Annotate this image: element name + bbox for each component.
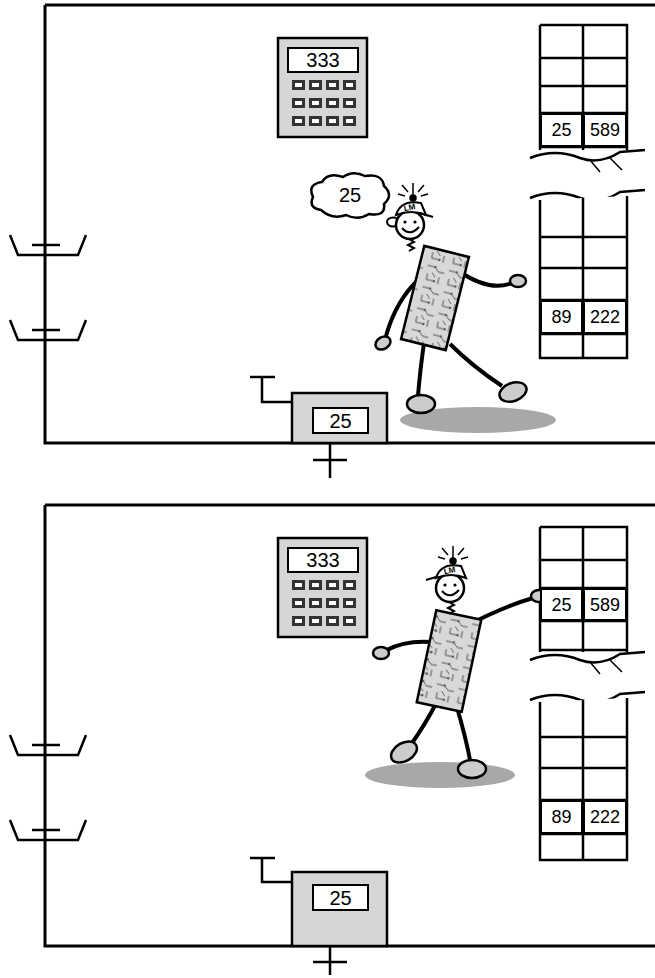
mailbox-cell: 25: [540, 588, 583, 621]
cap-logo: LM: [443, 566, 456, 576]
number-text: 333: [306, 50, 339, 70]
display-readout: 333: [287, 547, 359, 573]
in-out-trays: [10, 235, 86, 340]
in-out-trays: [10, 735, 86, 840]
mailboxes: [530, 25, 645, 358]
input-readout: 25: [312, 884, 369, 911]
number-text: 222: [590, 308, 620, 326]
calculator: [278, 538, 367, 637]
number-text: 25: [329, 411, 351, 431]
number-text: 589: [590, 596, 620, 614]
number-text: 333: [306, 550, 339, 570]
little-man-bottom: [365, 546, 547, 788]
room-top: [45, 5, 655, 443]
input-box: [250, 377, 387, 478]
number-text: 25: [329, 888, 351, 908]
mailbox-cell: 89: [540, 300, 583, 334]
number-text: 25: [551, 121, 571, 139]
number-text: 589: [590, 121, 620, 139]
little-man-top: [373, 183, 556, 433]
mailbox-cell: 222: [583, 300, 627, 334]
cap-logo: LM: [403, 203, 416, 213]
input-box: [250, 858, 387, 975]
number-text: 89: [551, 308, 571, 326]
number-text: 25: [339, 185, 361, 205]
input-readout: 25: [312, 407, 369, 434]
number-text: 25: [551, 596, 571, 614]
calculator: [278, 38, 367, 137]
thought-bubble: 25: [306, 170, 394, 220]
display-readout: 333: [287, 47, 359, 73]
mailbox-cell: 589: [583, 588, 627, 621]
mailbox-cell: 25: [540, 113, 583, 147]
mailbox-cell: 222: [583, 800, 627, 834]
mailboxes: [530, 527, 645, 860]
number-text: 222: [590, 808, 620, 826]
number-text: 89: [551, 808, 571, 826]
mailbox-cell: 89: [540, 800, 583, 834]
room-bottom: [45, 505, 655, 946]
mailbox-cell: 589: [583, 113, 627, 147]
